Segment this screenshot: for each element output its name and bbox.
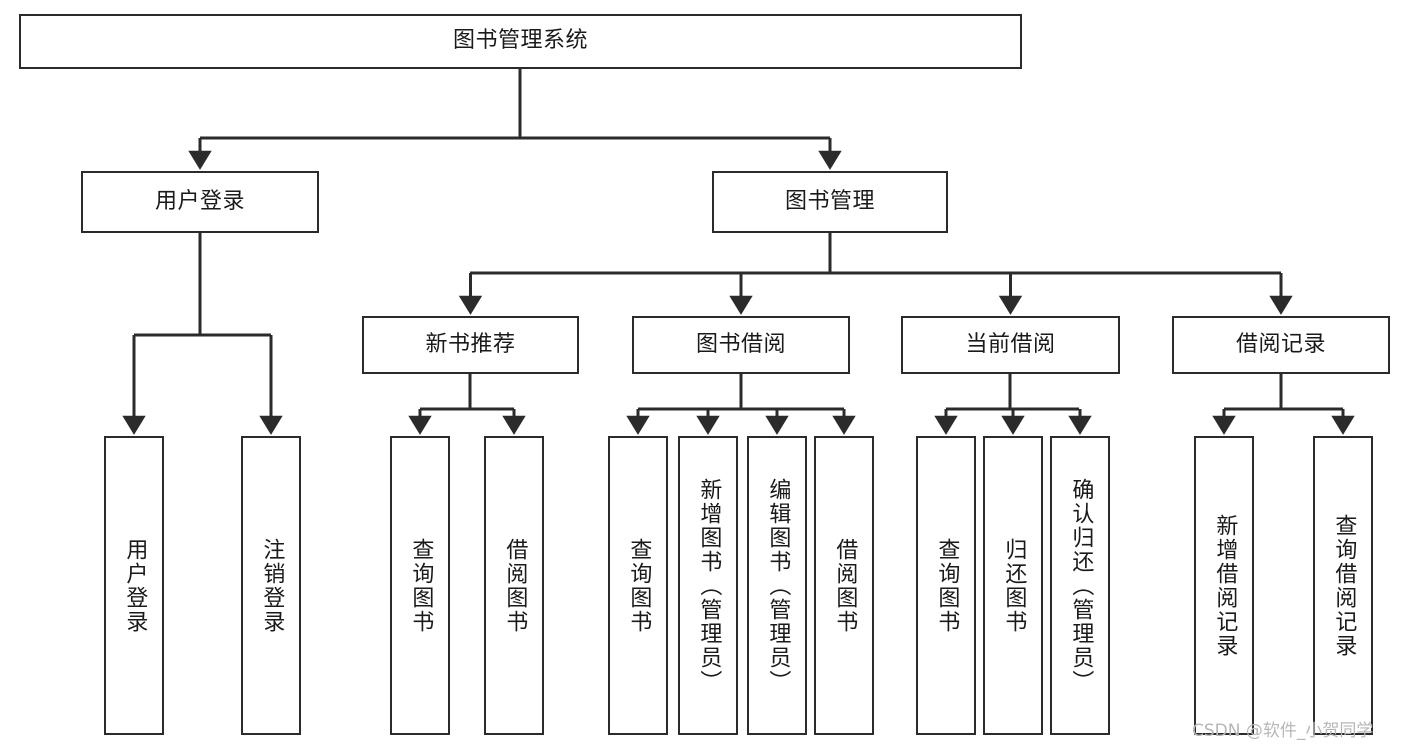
node-book-borrow-label: 图书借阅 (695, 331, 786, 357)
node-book-manage[interactable]: 图书管理 (712, 171, 948, 233)
node-leaf-user-login-label: 用户登录 (122, 537, 148, 634)
node-leaf-add-book[interactable]: 新增图书（管理员） (678, 436, 738, 735)
node-leaf-borrow-book-2[interactable]: 借阅图书 (814, 436, 874, 735)
node-leaf-add-record[interactable]: 新增借阅记录 (1194, 436, 1254, 735)
node-leaf-edit-book-label: 编辑图书（管理员） (765, 477, 791, 694)
node-leaf-query-book-2[interactable]: 查询图书 (608, 436, 668, 735)
node-current-borrow-label: 当前借阅 (965, 331, 1056, 357)
node-borrow-record-label: 借阅记录 (1235, 331, 1326, 357)
node-leaf-borrow-book-1-label: 借阅图书 (502, 537, 528, 634)
connector-group (122, 69, 1355, 435)
node-book-borrow[interactable]: 图书借阅 (632, 316, 850, 374)
node-new-book-recommend[interactable]: 新书推荐 (362, 316, 579, 374)
node-new-book-recommend-label: 新书推荐 (425, 331, 516, 357)
node-leaf-query-book-1-label: 查询图书 (408, 537, 434, 634)
node-root-label: 图书管理系统 (452, 28, 588, 54)
node-leaf-query-record[interactable]: 查询借阅记录 (1313, 436, 1373, 735)
node-leaf-edit-book[interactable]: 编辑图书（管理员） (747, 436, 807, 735)
node-leaf-return-book-label: 归还图书 (1001, 537, 1027, 634)
node-leaf-add-record-label: 新增借阅记录 (1212, 513, 1238, 658)
node-leaf-borrow-book-2-label: 借阅图书 (832, 537, 858, 634)
node-root[interactable]: 图书管理系统 (19, 14, 1022, 69)
node-borrow-record[interactable]: 借阅记录 (1172, 316, 1390, 374)
node-leaf-return-book[interactable]: 归还图书 (983, 436, 1043, 735)
node-leaf-query-book-3-label: 查询图书 (934, 537, 960, 634)
node-leaf-query-book-2-label: 查询图书 (626, 537, 652, 634)
node-current-borrow[interactable]: 当前借阅 (901, 316, 1120, 374)
node-user-login[interactable]: 用户登录 (81, 171, 319, 233)
node-leaf-user-login[interactable]: 用户登录 (104, 436, 164, 735)
node-book-manage-label: 图书管理 (784, 188, 875, 214)
node-leaf-confirm-return[interactable]: 确认归还（管理员） (1050, 436, 1110, 735)
node-leaf-confirm-return-label: 确认归还（管理员） (1068, 477, 1094, 694)
node-leaf-query-record-label: 查询借阅记录 (1331, 513, 1357, 658)
node-leaf-add-book-label: 新增图书（管理员） (696, 477, 722, 694)
node-user-login-label: 用户登录 (154, 188, 245, 214)
node-leaf-logout[interactable]: 注销登录 (241, 436, 301, 735)
node-leaf-borrow-book-1[interactable]: 借阅图书 (484, 436, 544, 735)
node-leaf-query-book-3[interactable]: 查询图书 (916, 436, 976, 735)
node-leaf-query-book-1[interactable]: 查询图书 (390, 436, 450, 735)
node-leaf-logout-label: 注销登录 (259, 537, 285, 634)
